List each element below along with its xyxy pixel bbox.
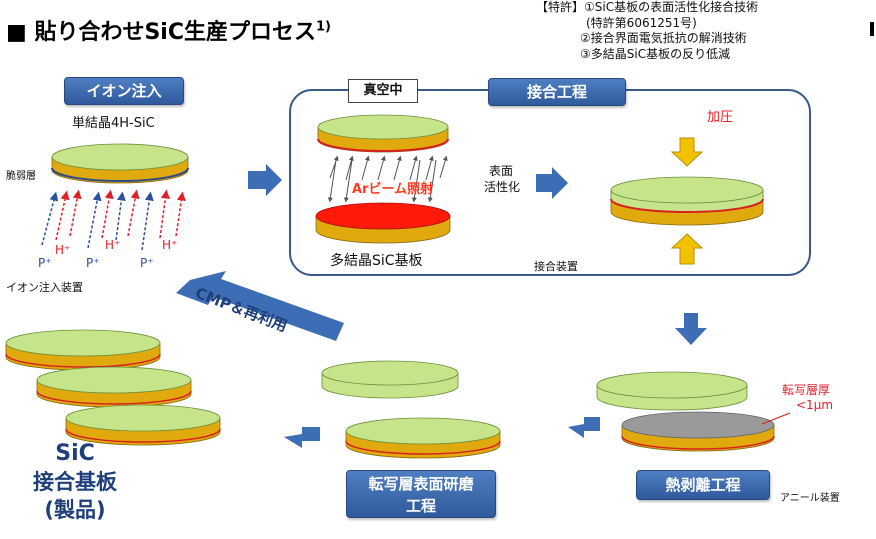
h-ion-label-1: H⁺ bbox=[55, 243, 71, 257]
arrow-activation bbox=[536, 167, 568, 199]
patent-line-3: ②接合界面電気抵抗の解消技術 bbox=[580, 31, 747, 45]
product-line-1: SiC bbox=[55, 441, 95, 466]
peel-top-wafer bbox=[596, 371, 748, 411]
layer-pointer bbox=[761, 412, 791, 425]
activation-label-1: 表面 bbox=[489, 164, 514, 178]
title-text: 貼り合わせSiC生産プロセス bbox=[34, 20, 316, 45]
single-crystal-label: 単結晶4H-SiC bbox=[72, 116, 155, 131]
bond-top-wafer bbox=[317, 114, 449, 153]
bonded-stack bbox=[610, 176, 764, 226]
peel-process-box: 熱剥離工程 bbox=[636, 470, 770, 500]
polish-process-box: 転写層表面研磨 工程 bbox=[346, 470, 496, 518]
edge-mark bbox=[870, 22, 874, 36]
peel-bottom-wafer bbox=[621, 411, 775, 452]
fragile-layer-label: 脆弱層 bbox=[6, 171, 36, 182]
arrow-to-bonding bbox=[248, 164, 282, 196]
bond-bottom-wafer bbox=[315, 202, 451, 244]
p-ion-label-3: P⁺ bbox=[140, 256, 154, 270]
p-ion-label-2: P⁺ bbox=[86, 256, 100, 270]
product-line-3: (製品) bbox=[44, 498, 106, 522]
press-arrow-down bbox=[670, 137, 704, 167]
product-line-2: 接合基板 bbox=[33, 470, 117, 494]
bonding-process-box: 接合工程 bbox=[488, 78, 626, 106]
product-wafer-1 bbox=[5, 329, 161, 371]
polish-bottom-wafer bbox=[345, 417, 501, 459]
ion-device-label: イオン注入装置 bbox=[6, 281, 83, 294]
polish-top-wafer bbox=[321, 360, 459, 399]
patent-line-1: 【特許】①SiC基板の表面活性化接合技術 bbox=[536, 0, 759, 14]
title-bullet: ■ bbox=[6, 20, 35, 45]
poly-sic-label: 多結晶SiC基板 bbox=[330, 253, 423, 269]
h-ion-label-2: H⁺ bbox=[105, 238, 121, 252]
arrow-to-peel bbox=[675, 313, 707, 345]
vacuum-label: 真空中 bbox=[348, 79, 418, 103]
patent-line-2: (特許第6061251号) bbox=[586, 15, 697, 30]
cmp-reuse-arrow bbox=[176, 271, 344, 341]
activation-label-2: 活性化 bbox=[484, 180, 521, 194]
p-ion-label-1: P⁺ bbox=[38, 256, 52, 270]
ar-beam-label: Arビーム照射 bbox=[352, 182, 434, 197]
patent-line-4: ③多結晶SiC基板の反り低減 bbox=[580, 46, 731, 61]
product-wafer-3 bbox=[65, 404, 221, 446]
polish-label-2: 工程 bbox=[405, 497, 436, 515]
ar-beam-arrows bbox=[327, 155, 448, 203]
ion-beams bbox=[41, 189, 186, 251]
single-crystal-wafer bbox=[51, 143, 189, 184]
arrow-to-products bbox=[284, 427, 320, 448]
press-arrow-up bbox=[670, 233, 704, 265]
arrow-to-polish bbox=[568, 417, 600, 438]
ion-implant-box: イオン注入 bbox=[64, 77, 184, 105]
page-title: ■ 貼り合わせSiC生産プロセス1) bbox=[6, 14, 331, 46]
polish-label-1: 転写層表面研磨 bbox=[368, 475, 474, 493]
product-wafer-2 bbox=[36, 366, 192, 408]
patent-note: 【特許】①SiC基板の表面活性化接合技術 (特許第6061251号) ②接合界面… bbox=[536, 0, 758, 62]
anneal-device-label: アニール装置 bbox=[780, 493, 840, 504]
bonding-device-label: 接合装置 bbox=[534, 260, 578, 273]
layer-thickness-label-2: <1μm bbox=[796, 398, 834, 412]
h-ion-label-3: H⁺ bbox=[162, 238, 178, 252]
pressure-label: 加圧 bbox=[707, 110, 734, 125]
title-footnote: 1) bbox=[316, 19, 331, 35]
product-label: SiC 接合基板 (製品) bbox=[10, 440, 140, 524]
layer-thickness-label-1: 転写層厚 bbox=[782, 383, 831, 397]
